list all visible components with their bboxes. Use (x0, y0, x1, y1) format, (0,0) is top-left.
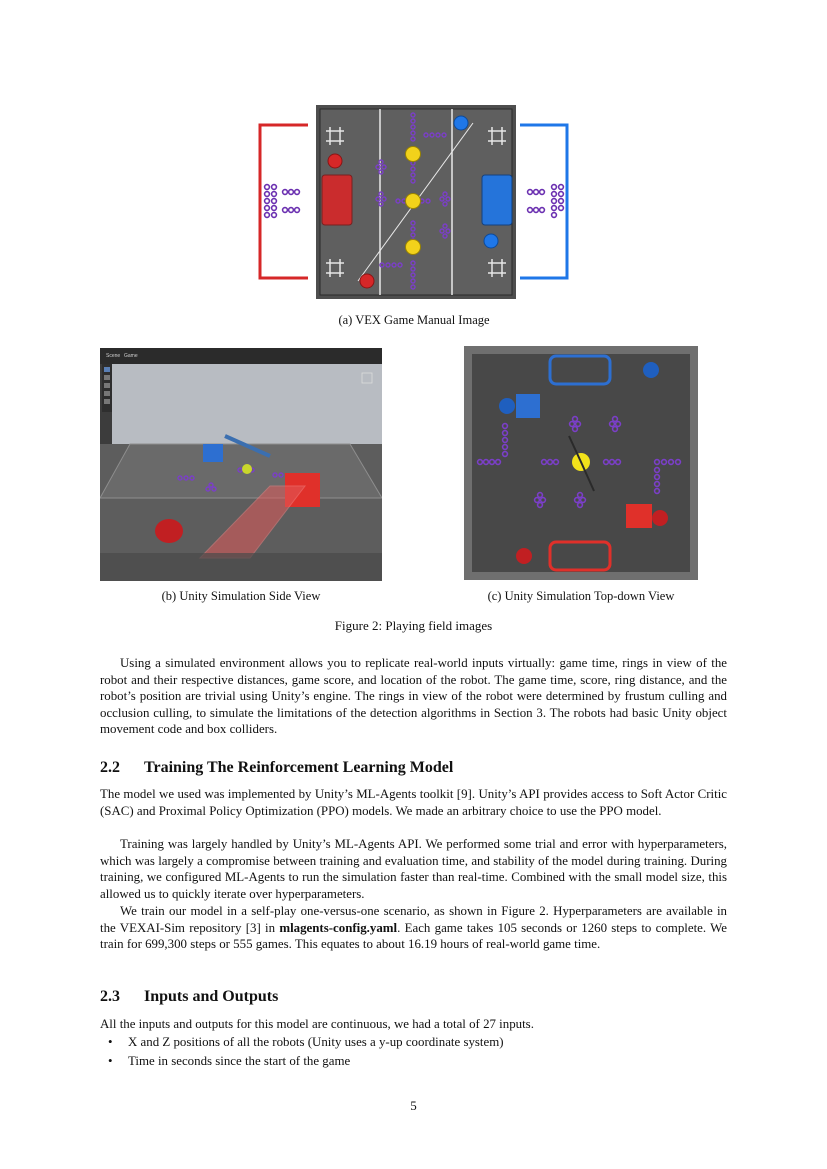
list-item-text: Time in seconds since the start of the g… (128, 1054, 351, 1068)
figure-b-caption: (b) Unity Simulation Side View (161, 589, 321, 603)
paragraph-inputs-intro: All the inputs and outputs for this mode… (100, 1017, 534, 1031)
unity-scene-tab: Scene (106, 353, 120, 359)
paragraph-self-play: We train our model in a self-play one-ve… (100, 903, 727, 953)
list-item: • Time in seconds since the start of the … (108, 1054, 350, 1069)
self-play-text-end: . Each game takes 105 seconds or 1260 st… (100, 920, 727, 952)
figure-c-caption: (c) Unity Simulation Top-down View (487, 589, 675, 603)
section-number: 2.3 (100, 988, 120, 1005)
figure-c-unity-topdown (464, 346, 698, 580)
figure-caption: Figure 2: Playing field images (334, 618, 493, 633)
bullet-dot: • (108, 1035, 113, 1049)
paragraph-training-handled: Training was largely handled by Unity’s … (100, 837, 727, 901)
figure-b-unity-side-view: Scene Game (100, 348, 382, 581)
section-title: Inputs and Outputs (144, 988, 279, 1005)
section-number: 2.2 (100, 759, 120, 776)
list-item-text: X and Z positions of all the robots (Uni… (128, 1035, 504, 1049)
self-play-text-start: We train our model in a self-play one-ve… (100, 904, 727, 935)
section-title: Training The Reinforcement Learning Mode… (144, 759, 454, 776)
config-filename: mlagents-config.yaml (279, 920, 398, 935)
paragraph-model-used: The model we used was implemented by Uni… (100, 787, 727, 818)
section-2-2-heading: 2.2 Training The Reinforcement Learning M… (100, 759, 453, 777)
figure-a-vex-field (258, 105, 569, 299)
section-2-3-heading: 2.3 Inputs and Outputs (100, 988, 278, 1006)
page-number: 5 (410, 1098, 417, 1113)
figure-a-caption: (a) VEX Game Manual Image (338, 313, 490, 327)
list-item: • X and Z positions of all the robots (Un… (108, 1035, 504, 1050)
bullet-dot: • (108, 1054, 113, 1068)
unity-game-tab: Game (124, 353, 138, 359)
paragraph-simulated-environment: Using a simulated environment allows you… (100, 656, 727, 737)
